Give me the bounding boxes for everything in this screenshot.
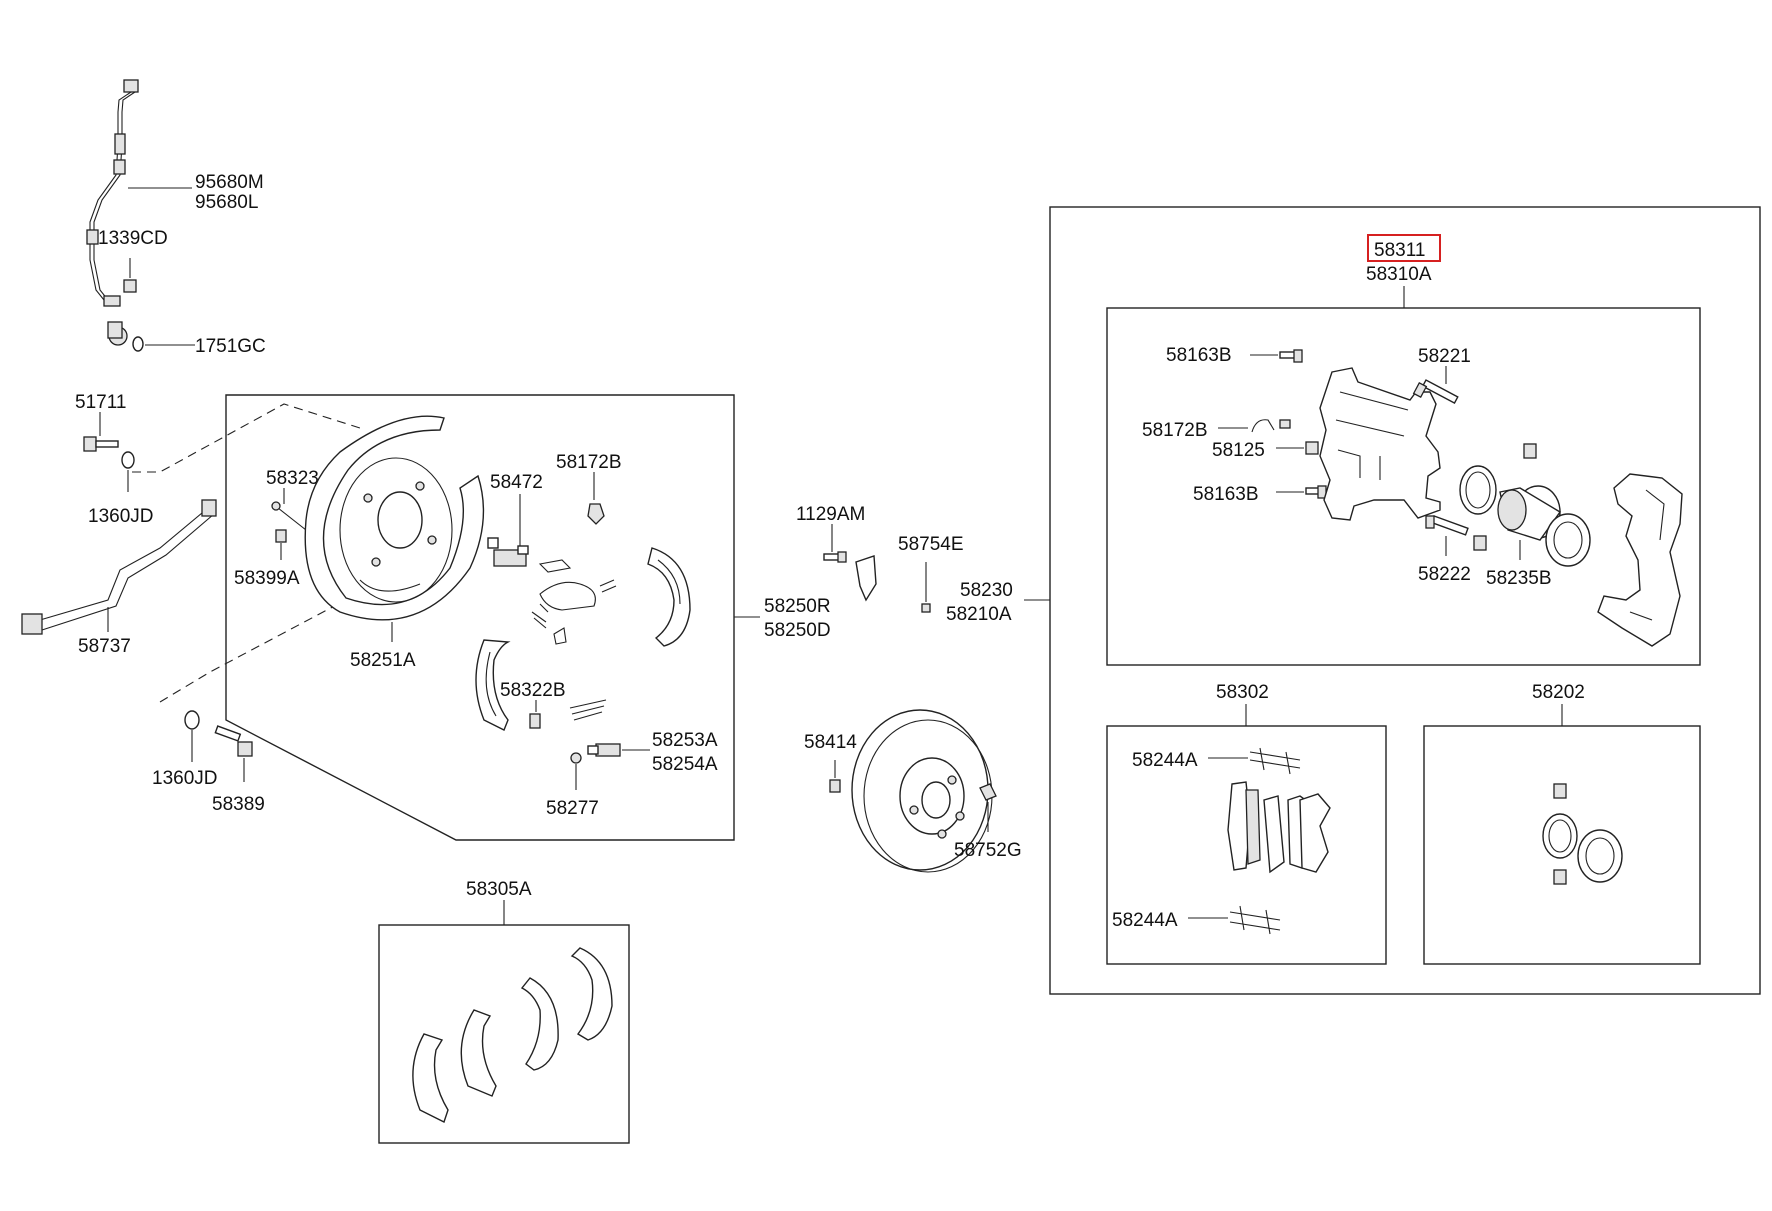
label-58322b[interactable]: 58322B [500, 680, 566, 701]
label-58754e[interactable]: 58754E [898, 534, 964, 555]
backing-plate-58251a[interactable] [304, 415, 485, 621]
shim-58244a-upper[interactable] [1249, 747, 1301, 775]
bolt-58389[interactable] [214, 725, 253, 757]
label-58311[interactable]: 58311 [1374, 240, 1425, 261]
seal-kit-parts[interactable] [1542, 783, 1623, 885]
washer-1360jd-upper[interactable] [121, 451, 135, 469]
label-1360jd-lower[interactable]: 1360JD [152, 768, 218, 789]
pin-58277[interactable] [570, 752, 582, 764]
label-95680m[interactable]: 95680M [195, 172, 264, 193]
label-58302[interactable]: 58302 [1216, 682, 1269, 703]
label-58251a[interactable]: 58251A [350, 650, 416, 671]
label-58253a[interactable]: 58253A [652, 730, 718, 751]
label-58250r[interactable]: 58250R [764, 596, 831, 617]
shoe-left-rear[interactable] [475, 639, 511, 731]
label-58221[interactable]: 58221 [1418, 346, 1471, 367]
label-58222[interactable]: 58222 [1418, 564, 1471, 585]
bolt-51711[interactable] [83, 436, 119, 452]
highlight-box-58311 [1367, 234, 1441, 262]
nut-1339cd[interactable] [123, 279, 137, 293]
label-58323[interactable]: 58323 [266, 468, 319, 489]
guide-pin-58221[interactable] [1412, 379, 1459, 405]
clip-58172b-front[interactable] [1251, 419, 1291, 433]
adjuster-58253a[interactable] [587, 743, 621, 757]
label-1339cd[interactable]: 1339CD [98, 228, 168, 249]
rear-brake-assembly-box [225, 394, 735, 841]
label-58230[interactable]: 58230 [960, 580, 1013, 601]
adjuster-58472[interactable] [487, 537, 529, 567]
label-58310a[interactable]: 58310A [1366, 264, 1432, 285]
clip-58172b-rear[interactable] [587, 503, 605, 525]
cup-58399a[interactable] [275, 529, 287, 543]
label-58752g[interactable]: 58752G [954, 840, 1022, 861]
rear-shoe-set[interactable] [412, 947, 613, 1123]
label-58305a[interactable]: 58305A [466, 879, 532, 900]
brake-pads[interactable] [1227, 781, 1331, 874]
label-58235b[interactable]: 58235B [1486, 568, 1552, 589]
label-58210a[interactable]: 58210A [946, 604, 1012, 625]
label-58172b-rear[interactable]: 58172B [556, 452, 622, 473]
washer-1360jd-lower[interactable] [184, 710, 200, 730]
label-58163b-lower[interactable]: 58163B [1193, 484, 1259, 505]
label-58250d[interactable]: 58250D [764, 620, 831, 641]
shim-58244a-lower[interactable] [1229, 905, 1281, 935]
label-58737[interactable]: 58737 [78, 636, 131, 657]
bolt-58163b-lower[interactable] [1305, 485, 1327, 499]
brake-hose-95680[interactable] [86, 79, 139, 346]
seal-ring[interactable] [1459, 465, 1497, 515]
bolt-58163b-upper[interactable] [1279, 349, 1303, 363]
label-58125[interactable]: 58125 [1212, 440, 1265, 461]
pin-58323[interactable] [271, 501, 307, 531]
nipple-58754e[interactable] [921, 603, 931, 613]
label-58389[interactable]: 58389 [212, 794, 265, 815]
cap-58125[interactable] [1305, 441, 1319, 455]
nut-58414[interactable] [829, 779, 841, 793]
label-58399a[interactable]: 58399A [234, 568, 300, 589]
washer-1751gc[interactable] [132, 336, 144, 352]
label-1360jd-upper[interactable]: 1360JD [88, 506, 154, 527]
brake-disc[interactable] [851, 709, 993, 873]
spring-58322b[interactable] [529, 713, 541, 729]
label-58254a[interactable]: 58254A [652, 754, 718, 775]
label-58414[interactable]: 58414 [804, 732, 857, 753]
shoe-right-rear[interactable] [647, 547, 691, 647]
label-58244a-lower[interactable]: 58244A [1112, 910, 1178, 931]
bracket [855, 555, 877, 602]
label-51711[interactable]: 51711 [75, 392, 126, 413]
label-1751gc[interactable]: 1751GC [195, 336, 266, 357]
label-58277[interactable]: 58277 [546, 798, 599, 819]
label-58163b-upper[interactable]: 58163B [1166, 345, 1232, 366]
label-58202[interactable]: 58202 [1532, 682, 1585, 703]
guide-pin-58222[interactable] [1425, 515, 1469, 536]
label-58472[interactable]: 58472 [490, 472, 543, 493]
label-1129am[interactable]: 1129AM [796, 504, 865, 525]
springs-and-struts [531, 559, 617, 721]
bolt-1129am[interactable] [823, 551, 847, 563]
label-58172b-front[interactable]: 58172B [1142, 420, 1208, 441]
caliper-bracket[interactable] [1597, 473, 1683, 647]
label-58244a-upper[interactable]: 58244A [1132, 750, 1198, 771]
boot-small-upper[interactable] [1523, 443, 1537, 459]
dust-boot[interactable] [1545, 513, 1591, 567]
label-95680l[interactable]: 95680L [195, 192, 258, 213]
caliper-subassembly-box [1106, 307, 1701, 666]
bleeder-58752g[interactable] [979, 783, 997, 801]
boot-small-lower[interactable] [1473, 535, 1487, 551]
front-caliper-assembly-box [1049, 206, 1761, 995]
brake-pipe-58737[interactable] [21, 499, 217, 635]
